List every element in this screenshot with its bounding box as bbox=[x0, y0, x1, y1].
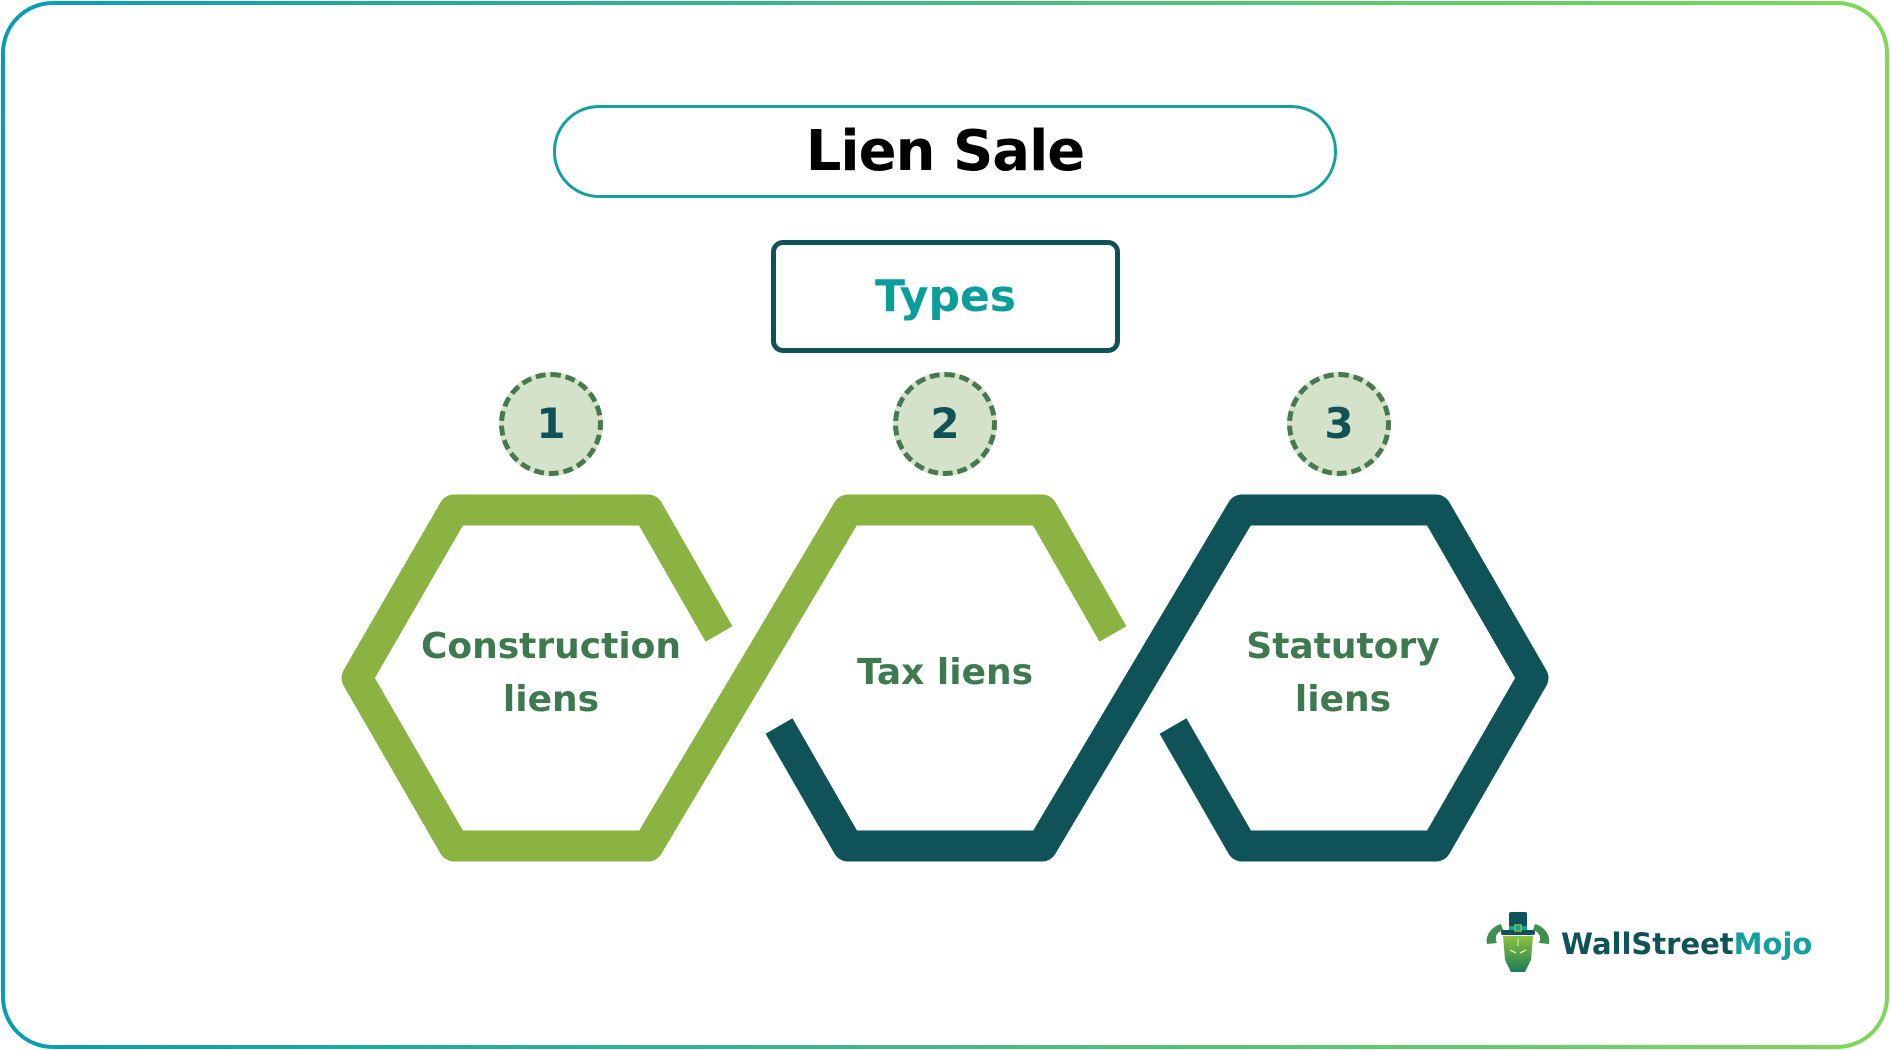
label-line: liens bbox=[502, 679, 600, 720]
types-box: Types bbox=[771, 240, 1120, 353]
number-badge-text: 3 bbox=[1324, 399, 1354, 448]
number-badge-1: 1 bbox=[499, 372, 603, 476]
hexagon-label-1: Construction liens bbox=[391, 620, 711, 726]
logo-text-mojo: Mojo bbox=[1733, 927, 1813, 961]
label-line: liens bbox=[1294, 679, 1392, 720]
hexagon-label-3: Statutory liens bbox=[1183, 620, 1503, 726]
types-heading: Types bbox=[874, 271, 1016, 322]
logo-text: WallStreetMojo bbox=[1561, 927, 1812, 961]
label-line: Statutory bbox=[1246, 626, 1440, 667]
number-badge-3: 3 bbox=[1287, 372, 1391, 476]
number-badge-2: 2 bbox=[893, 372, 997, 476]
number-badge-text: 1 bbox=[536, 399, 566, 448]
logo-text-wallstreet: WallStreet bbox=[1561, 927, 1734, 961]
page-title: Lien Sale bbox=[805, 119, 1086, 184]
label-line: Tax liens bbox=[856, 652, 1034, 693]
bull-with-top-hat-icon bbox=[1486, 912, 1550, 972]
wallstreetmojo-logo: WallStreetMojo bbox=[1483, 910, 1812, 978]
hexagon-label-2: Tax liens bbox=[785, 646, 1105, 699]
title-pill: Lien Sale bbox=[553, 105, 1337, 198]
label-line: Construction bbox=[420, 626, 682, 667]
number-badge-text: 2 bbox=[930, 399, 960, 448]
